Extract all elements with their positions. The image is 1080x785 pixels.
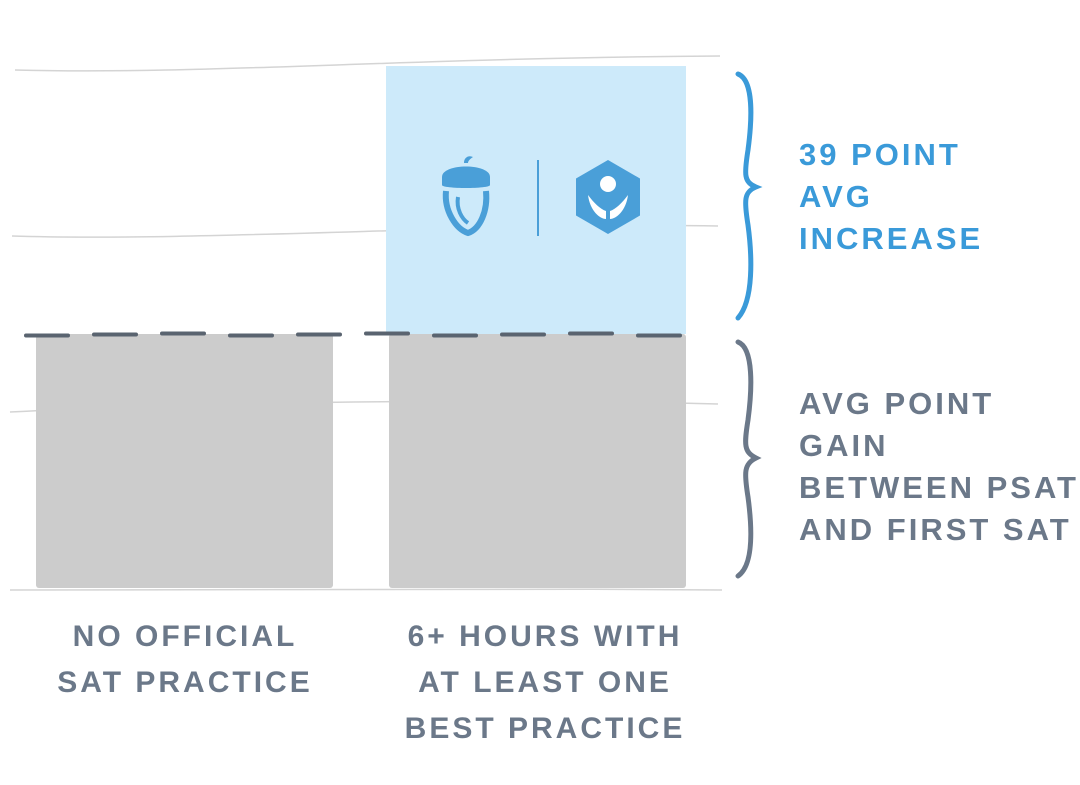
- category-label-line: NO OFFICIAL: [72, 620, 298, 653]
- annotation-line: GAIN: [799, 428, 889, 463]
- category-label-six-hours: 6+ HOURS WITH AT LEAST ONE BEST PRACTICE: [380, 614, 710, 752]
- braces: [735, 71, 763, 579]
- category-label-line: SAT PRACTICE: [57, 666, 313, 699]
- bar-base: [389, 334, 686, 588]
- gain-annotation: AVG POINT GAIN BETWEEN PSAT AND FIRST SA…: [799, 383, 1079, 551]
- annotation-line: 39 POINT: [799, 137, 961, 172]
- category-label-line: AT LEAST ONE: [418, 666, 672, 699]
- annotation-line: AVG: [799, 179, 873, 214]
- increase-brace: [735, 71, 763, 321]
- bar-base: [36, 334, 333, 588]
- annotation-line: INCREASE: [799, 221, 984, 256]
- bar-increase: [386, 66, 686, 334]
- increase-annotation: 39 POINT AVG INCREASE: [799, 134, 983, 260]
- category-label-line: BEST PRACTICE: [404, 712, 686, 745]
- dashed-reference-line: [24, 331, 682, 338]
- category-label-line: 6+ HOURS WITH: [407, 620, 683, 653]
- category-label-no-practice: NO OFFICIAL SAT PRACTICE: [30, 614, 340, 706]
- khan-academy-hexagon-icon: [576, 160, 640, 234]
- annotation-line: AND FIRST SAT: [799, 512, 1072, 547]
- bars: [36, 66, 686, 588]
- logo-group: [442, 156, 640, 237]
- gain-brace: [735, 339, 762, 579]
- acorn-icon: [442, 156, 490, 237]
- grid-line: [9, 588, 723, 591]
- annotation-line: BETWEEN PSAT: [799, 470, 1079, 505]
- grid-line: [14, 55, 721, 72]
- annotation-line: AVG POINT: [799, 386, 995, 421]
